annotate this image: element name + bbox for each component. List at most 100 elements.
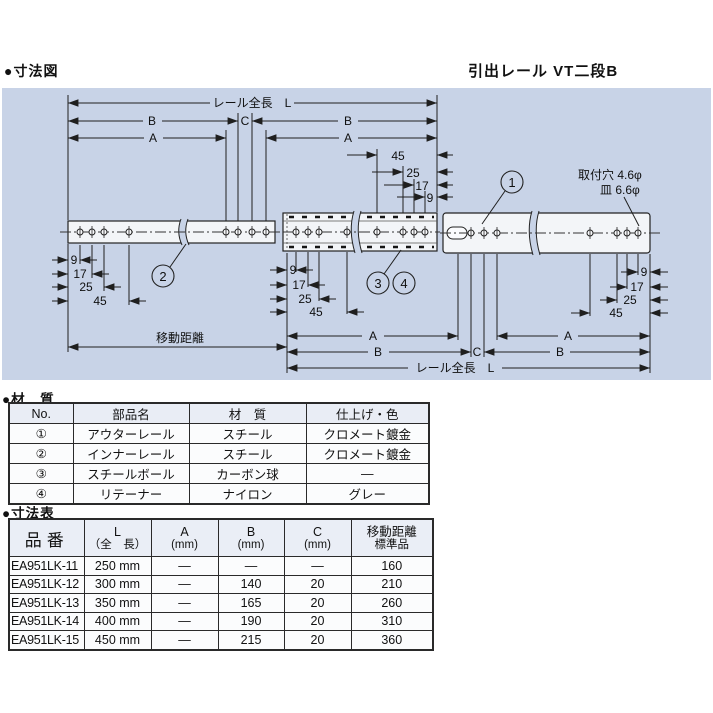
table-cell: アウターレール xyxy=(72,423,190,444)
c-header-line1: C xyxy=(312,524,323,539)
table-cell: 310 xyxy=(350,611,434,631)
table-cell: ― xyxy=(150,611,219,631)
b-header-line2: (mm) xyxy=(237,538,265,551)
balloon-1-label: 1 xyxy=(508,175,515,190)
table-cell: EA951LK-14 xyxy=(8,611,85,631)
table-cell: リテーナー xyxy=(72,483,190,505)
table-cell: 140 xyxy=(217,574,285,594)
table-cell: ― xyxy=(150,556,219,576)
table-cell: 350 mm xyxy=(83,593,152,613)
col-header-part-number: 品番 xyxy=(8,518,85,557)
dim-label-total-length-bottom: レール全長 L xyxy=(416,360,495,375)
dimension-diagram: 1 2 3 4 取付穴 4.6φ 皿 6.6φ レール全長 L B C B A … xyxy=(2,88,711,380)
col-header-part-name: 部品名 xyxy=(72,402,190,424)
table-cell: 20 xyxy=(283,593,352,613)
rail-technical-drawing: 1 2 3 4 取付穴 4.6φ 皿 6.6φ レール全長 L B C B A … xyxy=(52,95,668,375)
mount-hole-note: 取付穴 4.6φ xyxy=(578,167,642,182)
table-cell: ③ xyxy=(8,463,74,484)
dimension-labels: レール全長 L B C B A A 45 25 17 9 9 17 25 45 … xyxy=(71,95,648,375)
dim-label-17: 17 xyxy=(73,267,87,281)
table-cell: ― xyxy=(150,593,219,613)
col-header-no: No. xyxy=(8,402,74,424)
table-cell: ― xyxy=(217,556,285,576)
col-header-material: 材 質 xyxy=(188,402,307,424)
dim-label-45: 45 xyxy=(309,305,323,319)
balloon-4-label: 4 xyxy=(400,276,407,291)
part-number-header-text: 品番 xyxy=(24,530,69,550)
dim-label-9: 9 xyxy=(427,191,434,205)
dim-label-travel-distance: 移動距離 xyxy=(156,331,204,345)
outer-rail-right xyxy=(440,210,660,256)
dim-label-25: 25 xyxy=(79,280,93,294)
dim-label-b: B xyxy=(374,345,382,359)
dimensions-table: 品番 L（全 長） A(mm) B(mm) C(mm) 移動距離標準品 EA95… xyxy=(8,518,434,651)
table-cell: ― xyxy=(305,463,430,484)
balloon-part-4 xyxy=(392,271,416,295)
table-cell: スチール xyxy=(188,423,307,444)
table-cell: 400 mm xyxy=(83,611,152,631)
table-cell: 260 xyxy=(350,593,434,613)
table-cell: グレー xyxy=(305,483,430,505)
table-cell: 360 xyxy=(350,630,434,650)
table-cell: 190 xyxy=(217,611,285,631)
table-cell: EA951LK-15 xyxy=(8,630,85,650)
table-cell: 160 xyxy=(350,556,434,576)
product-title: 引出レール VT二段B xyxy=(468,63,619,80)
dim-label-a: A xyxy=(344,131,352,145)
table-cell: ① xyxy=(8,423,74,444)
table-cell: ② xyxy=(8,443,74,464)
a-header-line1: A xyxy=(180,524,189,539)
table-cell: 300 mm xyxy=(83,574,152,594)
materials-header-row: No. 部品名 材 質 仕上げ・色 xyxy=(8,402,430,424)
table-cell: ④ xyxy=(8,483,74,505)
dim-label-9: 9 xyxy=(290,263,297,277)
dim-label-45: 45 xyxy=(609,306,623,320)
table-cell: ― xyxy=(283,556,352,576)
dim-label-b: B xyxy=(148,114,156,128)
dim-label-9: 9 xyxy=(71,253,78,267)
table-cell: 20 xyxy=(283,611,352,631)
bottom-dimension-lines xyxy=(52,256,668,372)
table-cell: ― xyxy=(150,630,219,650)
hole-size-note: 取付穴 4.6φ 皿 6.6φ xyxy=(578,167,642,227)
dim-label-25: 25 xyxy=(298,292,312,306)
dim-label-17: 17 xyxy=(630,280,644,294)
dim-label-c: C xyxy=(473,345,482,359)
dim-label-17: 17 xyxy=(415,179,429,193)
table-cell: 165 xyxy=(217,593,285,613)
top-dimension-lines xyxy=(68,99,453,201)
dim-label-c: C xyxy=(241,114,250,128)
col-header-c: C(mm) xyxy=(283,518,352,557)
length-header-line1: L xyxy=(114,524,121,539)
countersink-note: 皿 6.6φ xyxy=(600,183,640,197)
col-header-a: A(mm) xyxy=(150,518,219,557)
inner-rail-left xyxy=(60,218,280,246)
section-title-dimension-table: ●寸法表 xyxy=(2,506,55,521)
b-header-line1: B xyxy=(246,524,256,539)
table-cell: クロメート鍍金 xyxy=(305,443,430,464)
travel-header-line2: 標準品 xyxy=(374,538,410,551)
dimensions-header-row: 品番 L（全 長） A(mm) B(mm) C(mm) 移動距離標準品 xyxy=(8,518,434,557)
table-cell: インナーレール xyxy=(72,443,190,464)
table-cell: スチール xyxy=(188,443,307,464)
dim-label-17: 17 xyxy=(292,278,306,292)
table-cell: EA951LK-12 xyxy=(8,574,85,594)
table-cell: カーボン球 xyxy=(188,463,307,484)
length-header-line2: （全 長） xyxy=(88,538,147,551)
col-header-b: B(mm) xyxy=(217,518,285,557)
dim-label-b: B xyxy=(344,114,352,128)
dim-label-45: 45 xyxy=(391,149,405,163)
table-cell: 20 xyxy=(283,574,352,594)
a-header-line2: (mm) xyxy=(171,538,198,551)
dim-label-a: A xyxy=(369,329,377,343)
table-cell: クロメート鍍金 xyxy=(305,423,430,444)
part-balloons: 1 2 3 4 xyxy=(151,170,524,295)
table-cell: 450 mm xyxy=(83,630,152,650)
dim-label-25: 25 xyxy=(623,293,637,307)
